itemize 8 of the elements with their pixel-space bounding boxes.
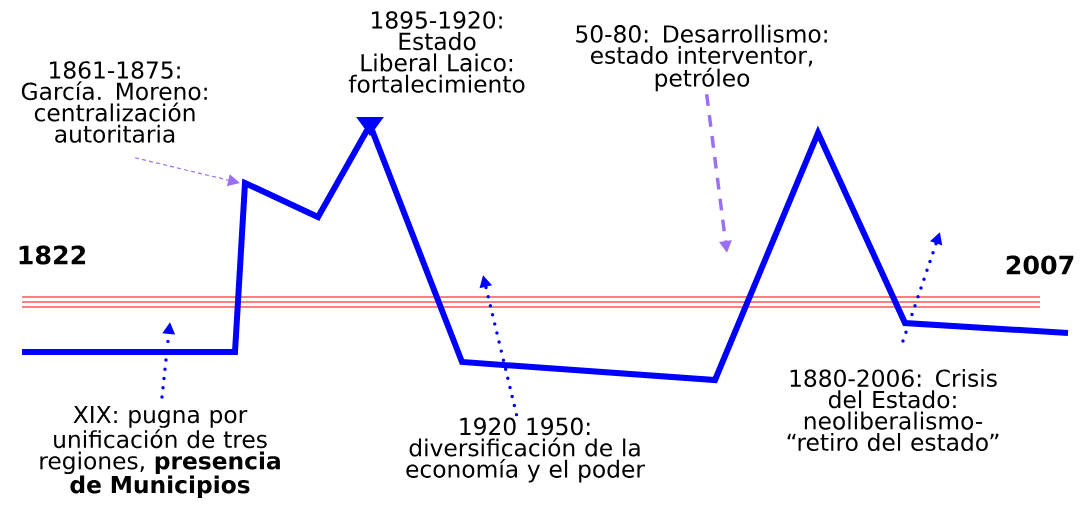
annotation-text: 1880-2006: Crisis del Estado: neoliberalismo- “retiro del estado” <box>787 368 999 451</box>
annotation-text: XIX: pugna por unificación de tres regiones, presencia de Municipios <box>40 406 280 498</box>
annotation-text: 50-80: Desarrollismo: estado interventor, petróleo <box>576 24 827 92</box>
annotation-text: 1920 1950: diversificación de la economía y el poder <box>406 417 645 483</box>
annotation-text: 1895-1920: Estado Liberal Laico: fortalecimiento <box>348 11 525 93</box>
annotation-text: 1861-1875: García. Moreno: centralización autoritaria <box>21 61 207 143</box>
year-label: 2007 <box>1006 255 1074 275</box>
year-label: 1822 <box>19 245 86 265</box>
